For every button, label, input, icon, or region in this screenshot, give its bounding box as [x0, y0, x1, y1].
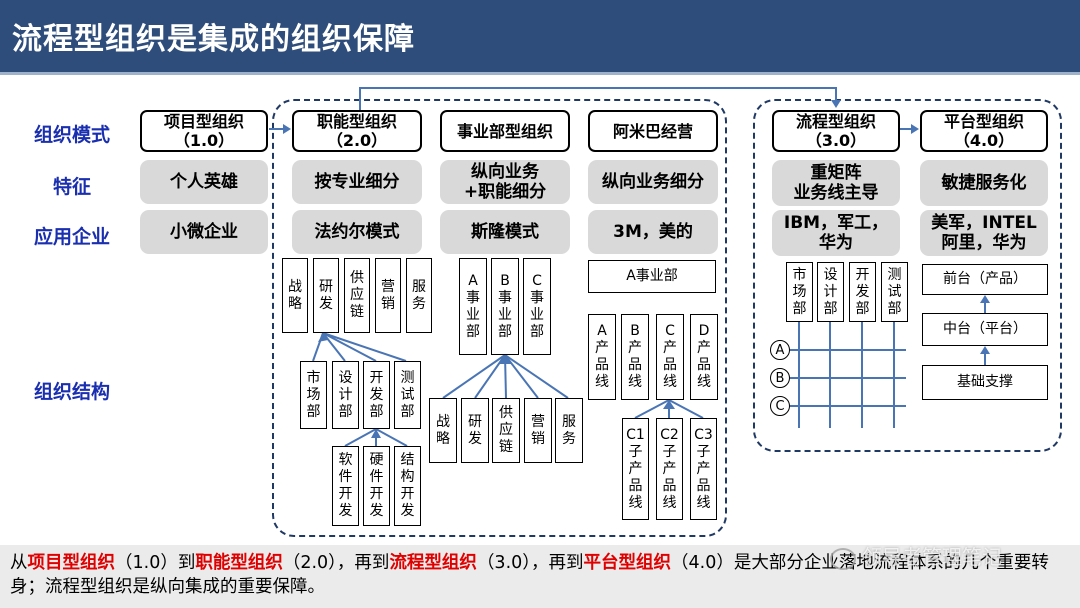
feature-division: 纵向业务 +职能细分	[440, 160, 570, 204]
feature-project: 个人英雄	[140, 160, 268, 204]
title-underline	[0, 72, 1080, 75]
watermark: 领导者管理笔记	[830, 541, 1002, 570]
func-bottom-box: 结构开发	[394, 446, 421, 526]
func-top-box: 供应链	[344, 258, 370, 333]
div-bottom-box: 营销	[524, 398, 552, 463]
amoeba-middle-box: A产品线	[588, 314, 616, 400]
row-label-structure: 组织结构	[33, 381, 110, 403]
func-middle-box: 测试部	[394, 361, 421, 429]
modern-org-group	[753, 99, 1062, 452]
title-bar: 流程型组织是集成的组织保障	[0, 0, 1080, 72]
footer-text-part: （2.0），再到	[282, 553, 390, 573]
matrix-column-box: 市场部	[786, 262, 813, 322]
feature-functional: 按专业细分	[292, 160, 422, 204]
head-platform-org: 平台型组织 （4.0）	[920, 110, 1048, 152]
func-bottom-box: 软件开发	[332, 446, 359, 526]
head-amoeba-org: 阿米巴经营	[588, 110, 718, 152]
traditional-org-group	[272, 99, 727, 537]
enterprise-functional: 法约尔模式	[292, 210, 422, 254]
footer-highlight: 职能型组织	[195, 553, 283, 573]
div-top-box: B事业部	[491, 258, 519, 355]
footer-panel: 从项目型组织（1.0）到职能型组织（2.0），再到流程型组织（3.0），再到平台…	[0, 545, 1080, 608]
platform-base-box: 基础支撑	[922, 365, 1048, 400]
amoeba-bottom-box: C1子产品线	[622, 418, 649, 520]
enterprise-division: 斯隆模式	[440, 210, 570, 254]
func-top-box: 营销	[375, 258, 401, 333]
func-top-box: 服务	[406, 258, 432, 333]
platform-front-box: 前台（产品）	[922, 264, 1048, 295]
div-top-box: A事业部	[459, 258, 487, 355]
amoeba-bottom-box: C2子产品线	[656, 418, 683, 520]
div-bottom-box: 服务	[555, 398, 583, 463]
matrix-row-marker: C	[770, 396, 790, 416]
head-process-org: 流程型组织 （3.0）	[772, 110, 900, 152]
footer-text-part: 从	[10, 553, 28, 573]
enterprise-project: 小微企业	[140, 210, 268, 254]
row-label-feature: 特征	[52, 176, 91, 198]
head-project-label: 项目型组织 （1.0）	[163, 112, 244, 150]
head-functional-label: 职能型组织 （2.0）	[316, 112, 397, 150]
func-middle-box: 设计部	[332, 361, 359, 429]
func-middle-box: 市场部	[300, 361, 327, 429]
footer-text: 从项目型组织（1.0）到职能型组织（2.0），再到流程型组织（3.0），再到平台…	[10, 551, 1070, 599]
func-top-box: 研发	[313, 258, 339, 333]
div-bottom-box: 供应链	[492, 398, 520, 463]
row-label-enterprise: 应用企业	[33, 226, 110, 248]
head-process-label: 流程型组织 （3.0）	[795, 112, 876, 150]
footer-text-part: （4.0）是大部分企业落地流程体系的几个重要转身；流程型组织是纵向集成的重要保障…	[10, 553, 1049, 597]
feature-amoeba: 纵向业务细分	[588, 160, 718, 204]
platform-middle-box: 中台（平台）	[922, 313, 1048, 346]
enterprise-platform: 美军，INTEL 阿里，华为	[920, 210, 1048, 256]
footer-highlight: 项目型组织	[27, 553, 116, 573]
amoeba-bottom-box: C3子产品线	[690, 418, 717, 520]
matrix-column-box: 测试部	[881, 262, 908, 322]
div-bottom-box: 研发	[461, 398, 489, 463]
feature-platform: 敏捷服务化	[920, 160, 1048, 206]
matrix-row-marker: A	[770, 340, 790, 360]
func-top-box: 战略	[282, 258, 308, 333]
page-title: 流程型组织是集成的组织保障	[12, 22, 415, 57]
amoeba-middle-box: B产品线	[621, 314, 649, 400]
footer-highlight: 流程型组织	[389, 553, 477, 573]
matrix-row-marker: B	[770, 368, 790, 388]
enterprise-process: IBM，军工， 华为	[772, 210, 900, 256]
div-bottom-box: 战略	[429, 398, 457, 463]
wechat-icon	[830, 547, 856, 570]
head-project-org: 项目型组织 （1.0）	[140, 110, 268, 152]
watermark-text: 领导者管理笔记	[862, 545, 1002, 569]
func-middle-box: 开发部	[363, 361, 390, 429]
footer-text-part: （1.0）到	[115, 553, 196, 573]
footer-highlight: 平台型组织	[583, 553, 672, 573]
head-platform-label: 平台型组织 （4.0）	[943, 112, 1024, 150]
amoeba-top-box: A事业部	[588, 260, 716, 293]
amoeba-middle-box: C产品线	[656, 314, 684, 400]
amoeba-middle-box: D产品线	[690, 314, 718, 400]
row-label-mode: 组织模式	[33, 124, 110, 146]
head-functional-org: 职能型组织 （2.0）	[292, 110, 422, 152]
head-division-org: 事业部型组织	[440, 110, 570, 152]
footer-text-part: （3.0），再到	[476, 553, 584, 573]
matrix-column-box: 设计部	[817, 262, 844, 322]
feature-process: 重矩阵 业务线主导	[772, 160, 900, 206]
func-bottom-box: 硬件开发	[363, 446, 390, 526]
div-top-box: C事业部	[523, 258, 551, 355]
matrix-column-box: 开发部	[849, 262, 876, 322]
enterprise-amoeba: 3M，美的	[588, 210, 718, 254]
